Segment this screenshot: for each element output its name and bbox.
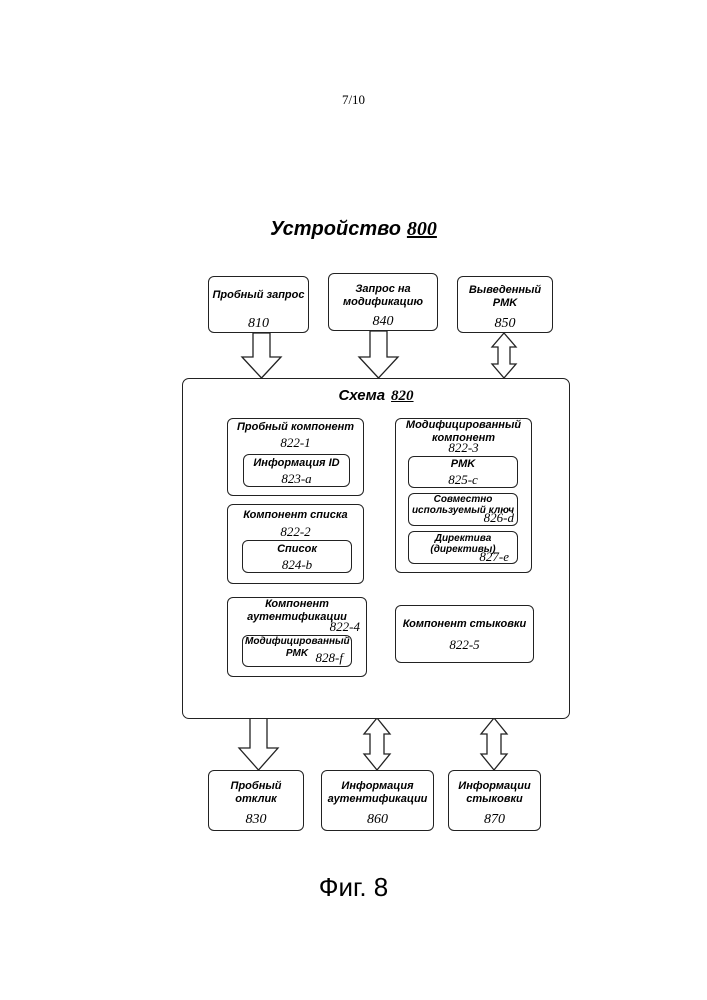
docking-info-box: Информации стыковки 870 [448, 770, 541, 831]
docking-info-label: Информации стыковки [453, 780, 536, 806]
pmk-box: PMK 825-c [408, 456, 518, 488]
arrow-derived-pmk [492, 333, 516, 378]
directive-box: Директива (директивы) 827-e [408, 531, 518, 564]
modification-request-box: Запрос на модификацию 840 [328, 273, 438, 331]
probe-response-label: Пробный отклик [209, 780, 303, 806]
schema-box: Схема 820 Пробный компонент 822-1 Информа… [182, 378, 570, 719]
id-info-label: Информация ID [244, 457, 349, 470]
docking-info-number: 870 [449, 812, 540, 827]
list-label: Список [243, 543, 351, 556]
list-component-box: Компонент списка 822-2 Список 824-b [227, 504, 364, 584]
schema-title: Схема 820 [183, 387, 569, 405]
arrow-docking-info [481, 718, 507, 770]
schema-number: 820 [391, 388, 414, 404]
pmk-number: 825-c [409, 472, 517, 487]
probe-request-number: 810 [209, 316, 308, 331]
probe-request-label: Пробный запрос [209, 289, 308, 302]
list-component-number: 822-2 [228, 524, 363, 539]
auth-info-box: Информация аутентификации 860 [321, 770, 434, 831]
auth-component-box: Компонент аутентификации 822-4 Модифицир… [227, 597, 367, 677]
probe-component-box: Пробный компонент 822-1 Информация ID 82… [227, 418, 364, 496]
directive-number: 827-e [479, 549, 509, 564]
arrow-modification-request [359, 331, 398, 378]
probe-response-box: Пробный отклик 830 [208, 770, 304, 831]
arrow-probe-request [242, 333, 281, 378]
modified-pmk-number: 828-f [316, 650, 343, 665]
modification-request-number: 840 [329, 314, 437, 329]
list-component-label: Компонент списка [228, 509, 363, 522]
derived-pmk-box: Выведенный PMK 850 [457, 276, 553, 333]
auth-component-number: 822-4 [330, 619, 360, 634]
probe-component-label: Пробный компонент [228, 421, 363, 434]
schema-title-text: Схема [338, 387, 385, 404]
probe-response-number: 830 [209, 812, 303, 827]
figure-caption: Фиг. 8 [0, 872, 707, 903]
probe-component-number: 822-1 [228, 435, 363, 450]
modified-component-box: Модифицированный компонент 822-3 PMK 825… [395, 418, 532, 573]
id-info-number: 823-a [244, 471, 349, 486]
docking-component-number: 822-5 [396, 637, 533, 652]
arrow-probe-response [239, 718, 278, 770]
modified-pmk-box: Модифицированный PMK 828-f [242, 635, 352, 667]
id-info-box: Информация ID 823-a [243, 454, 350, 487]
list-box: Список 824-b [242, 540, 352, 573]
auth-info-number: 860 [322, 812, 433, 827]
probe-request-box: Пробный запрос 810 [208, 276, 309, 333]
arrow-auth-info [364, 718, 390, 770]
docking-component-label: Компонент стыковки [396, 618, 533, 631]
modified-component-number: 822-3 [396, 440, 531, 455]
auth-info-label: Информация аутентификации [324, 780, 431, 806]
docking-component-box: Компонент стыковки 822-5 [395, 605, 534, 663]
derived-pmk-number: 850 [458, 316, 552, 331]
list-number: 824-b [243, 557, 351, 572]
derived-pmk-label: Выведенный PMK [466, 284, 544, 310]
shared-key-number: 826-d [484, 510, 514, 525]
pmk-label: PMK [409, 458, 517, 471]
modification-request-label: Запрос на модификацию [337, 283, 429, 309]
shared-key-box: Совместно используемый ключ 826-d [408, 493, 518, 526]
